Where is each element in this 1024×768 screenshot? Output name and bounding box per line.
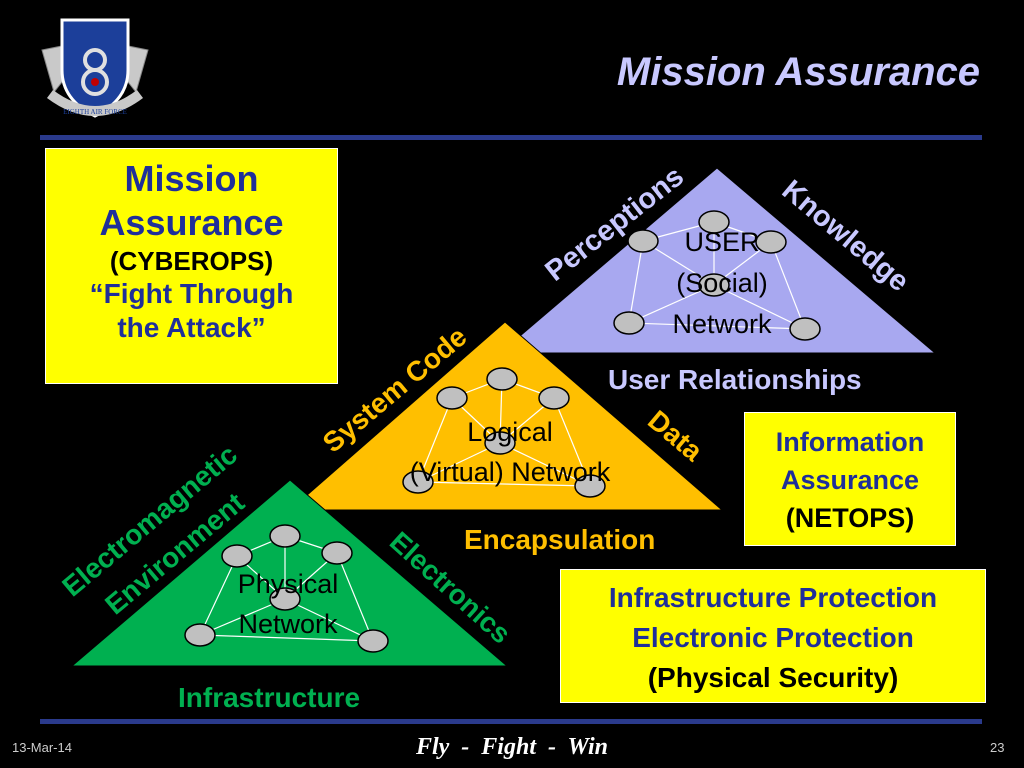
mission-line1: Mission	[124, 158, 259, 199]
physical-line2: Network	[238, 609, 338, 639]
user-node	[613, 311, 645, 335]
user-network-label: USER (Social) Network	[622, 222, 822, 344]
label-infrastructure: Infrastructure	[178, 682, 361, 713]
logical-line2: (Virtual) Network	[409, 457, 611, 487]
info-line3: (NETOPS)	[785, 503, 915, 533]
logical-node	[486, 367, 518, 391]
physical-line1: Physical	[237, 569, 339, 599]
physical-node	[221, 544, 253, 568]
physical-node	[184, 623, 216, 647]
logical-triangle	[288, 321, 724, 511]
mission-line5: the Attack”	[117, 312, 266, 343]
logical-node	[436, 386, 468, 410]
infra-line1: Infrastructure Protection	[608, 582, 938, 613]
physical-node	[269, 524, 301, 548]
label-encapsulation: Encapsulation	[464, 524, 656, 555]
user-line1: USER	[684, 227, 760, 257]
user-line3: Network	[672, 309, 772, 339]
mission-line2: Assurance	[99, 202, 284, 243]
infra-line3: (Physical Security)	[647, 662, 899, 693]
logical-node	[484, 431, 516, 455]
page-number: 23	[990, 740, 1005, 755]
logical-network-nodes	[402, 367, 606, 498]
physical-triangle	[70, 479, 509, 667]
logo-text: EIGHTH AIR FORCE	[63, 108, 127, 116]
infrastructure-protection-box: Infrastructure Protection Electronic Pro…	[560, 569, 986, 703]
user-node	[698, 210, 730, 234]
slide-title: Mission Assurance	[616, 50, 980, 94]
footer-date: 13-Mar-14	[12, 740, 72, 755]
user-node	[627, 229, 659, 253]
user-node	[789, 317, 821, 341]
physical-node	[269, 587, 301, 611]
physical-node	[357, 629, 389, 653]
infra-line2: Electronic Protection	[632, 622, 914, 653]
physical-node	[321, 541, 353, 565]
footer-slogan: Fly - Fight - Win	[415, 734, 609, 760]
mission-line4: “Fight Through	[89, 278, 294, 309]
label-user-relationships: User Relationships	[608, 364, 862, 395]
mission-assurance-box: Mission Assurance (CYBEROPS) “Fight Thro…	[45, 148, 338, 384]
user-line2: (Social)	[676, 268, 768, 298]
user-node	[698, 273, 730, 297]
user-triangle	[498, 167, 937, 354]
physical-network-label: Physical Network	[188, 564, 388, 644]
logical-node	[402, 470, 434, 494]
logical-node	[574, 474, 606, 498]
logical-node	[538, 386, 570, 410]
physical-network-nodes	[184, 524, 389, 653]
info-line1: Information	[775, 427, 925, 457]
logical-network-label: Logical (Virtual) Network	[360, 412, 660, 492]
information-assurance-box: Information Assurance (NETOPS)	[744, 412, 956, 546]
user-network-nodes	[613, 210, 821, 341]
eighth-air-force-logo: EIGHTH AIR FORCE	[41, 18, 149, 118]
top-divider	[40, 135, 982, 140]
user-node	[755, 230, 787, 254]
logical-line1: Logical	[467, 417, 553, 447]
info-line2: Assurance	[780, 465, 920, 495]
mission-line3: (CYBEROPS)	[109, 246, 274, 276]
bottom-divider	[40, 719, 982, 724]
